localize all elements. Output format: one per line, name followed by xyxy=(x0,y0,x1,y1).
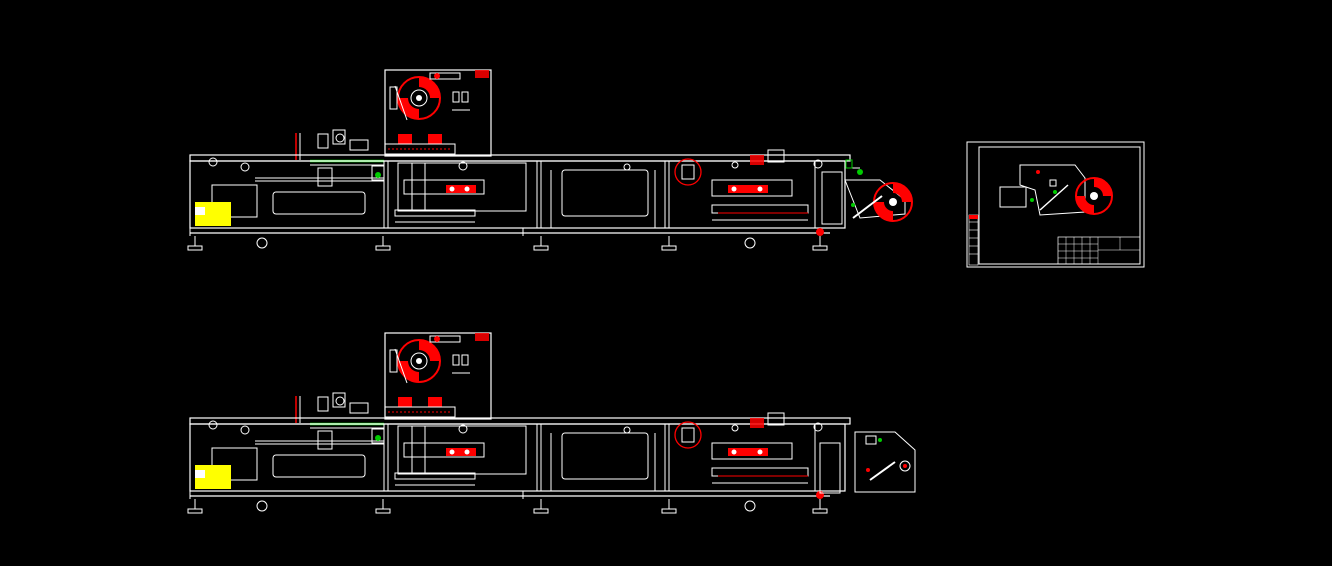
sheet-side-strip xyxy=(968,214,979,266)
detail-part-view xyxy=(999,164,1113,216)
discharge-unit-lower xyxy=(819,431,916,494)
detail-sheet[interactable] xyxy=(966,141,1145,268)
machine-elevation-lower[interactable] xyxy=(186,331,916,515)
rewind-reel-upper xyxy=(821,159,913,225)
machine-elevation-upper[interactable] xyxy=(186,68,913,252)
title-block xyxy=(1057,236,1141,265)
